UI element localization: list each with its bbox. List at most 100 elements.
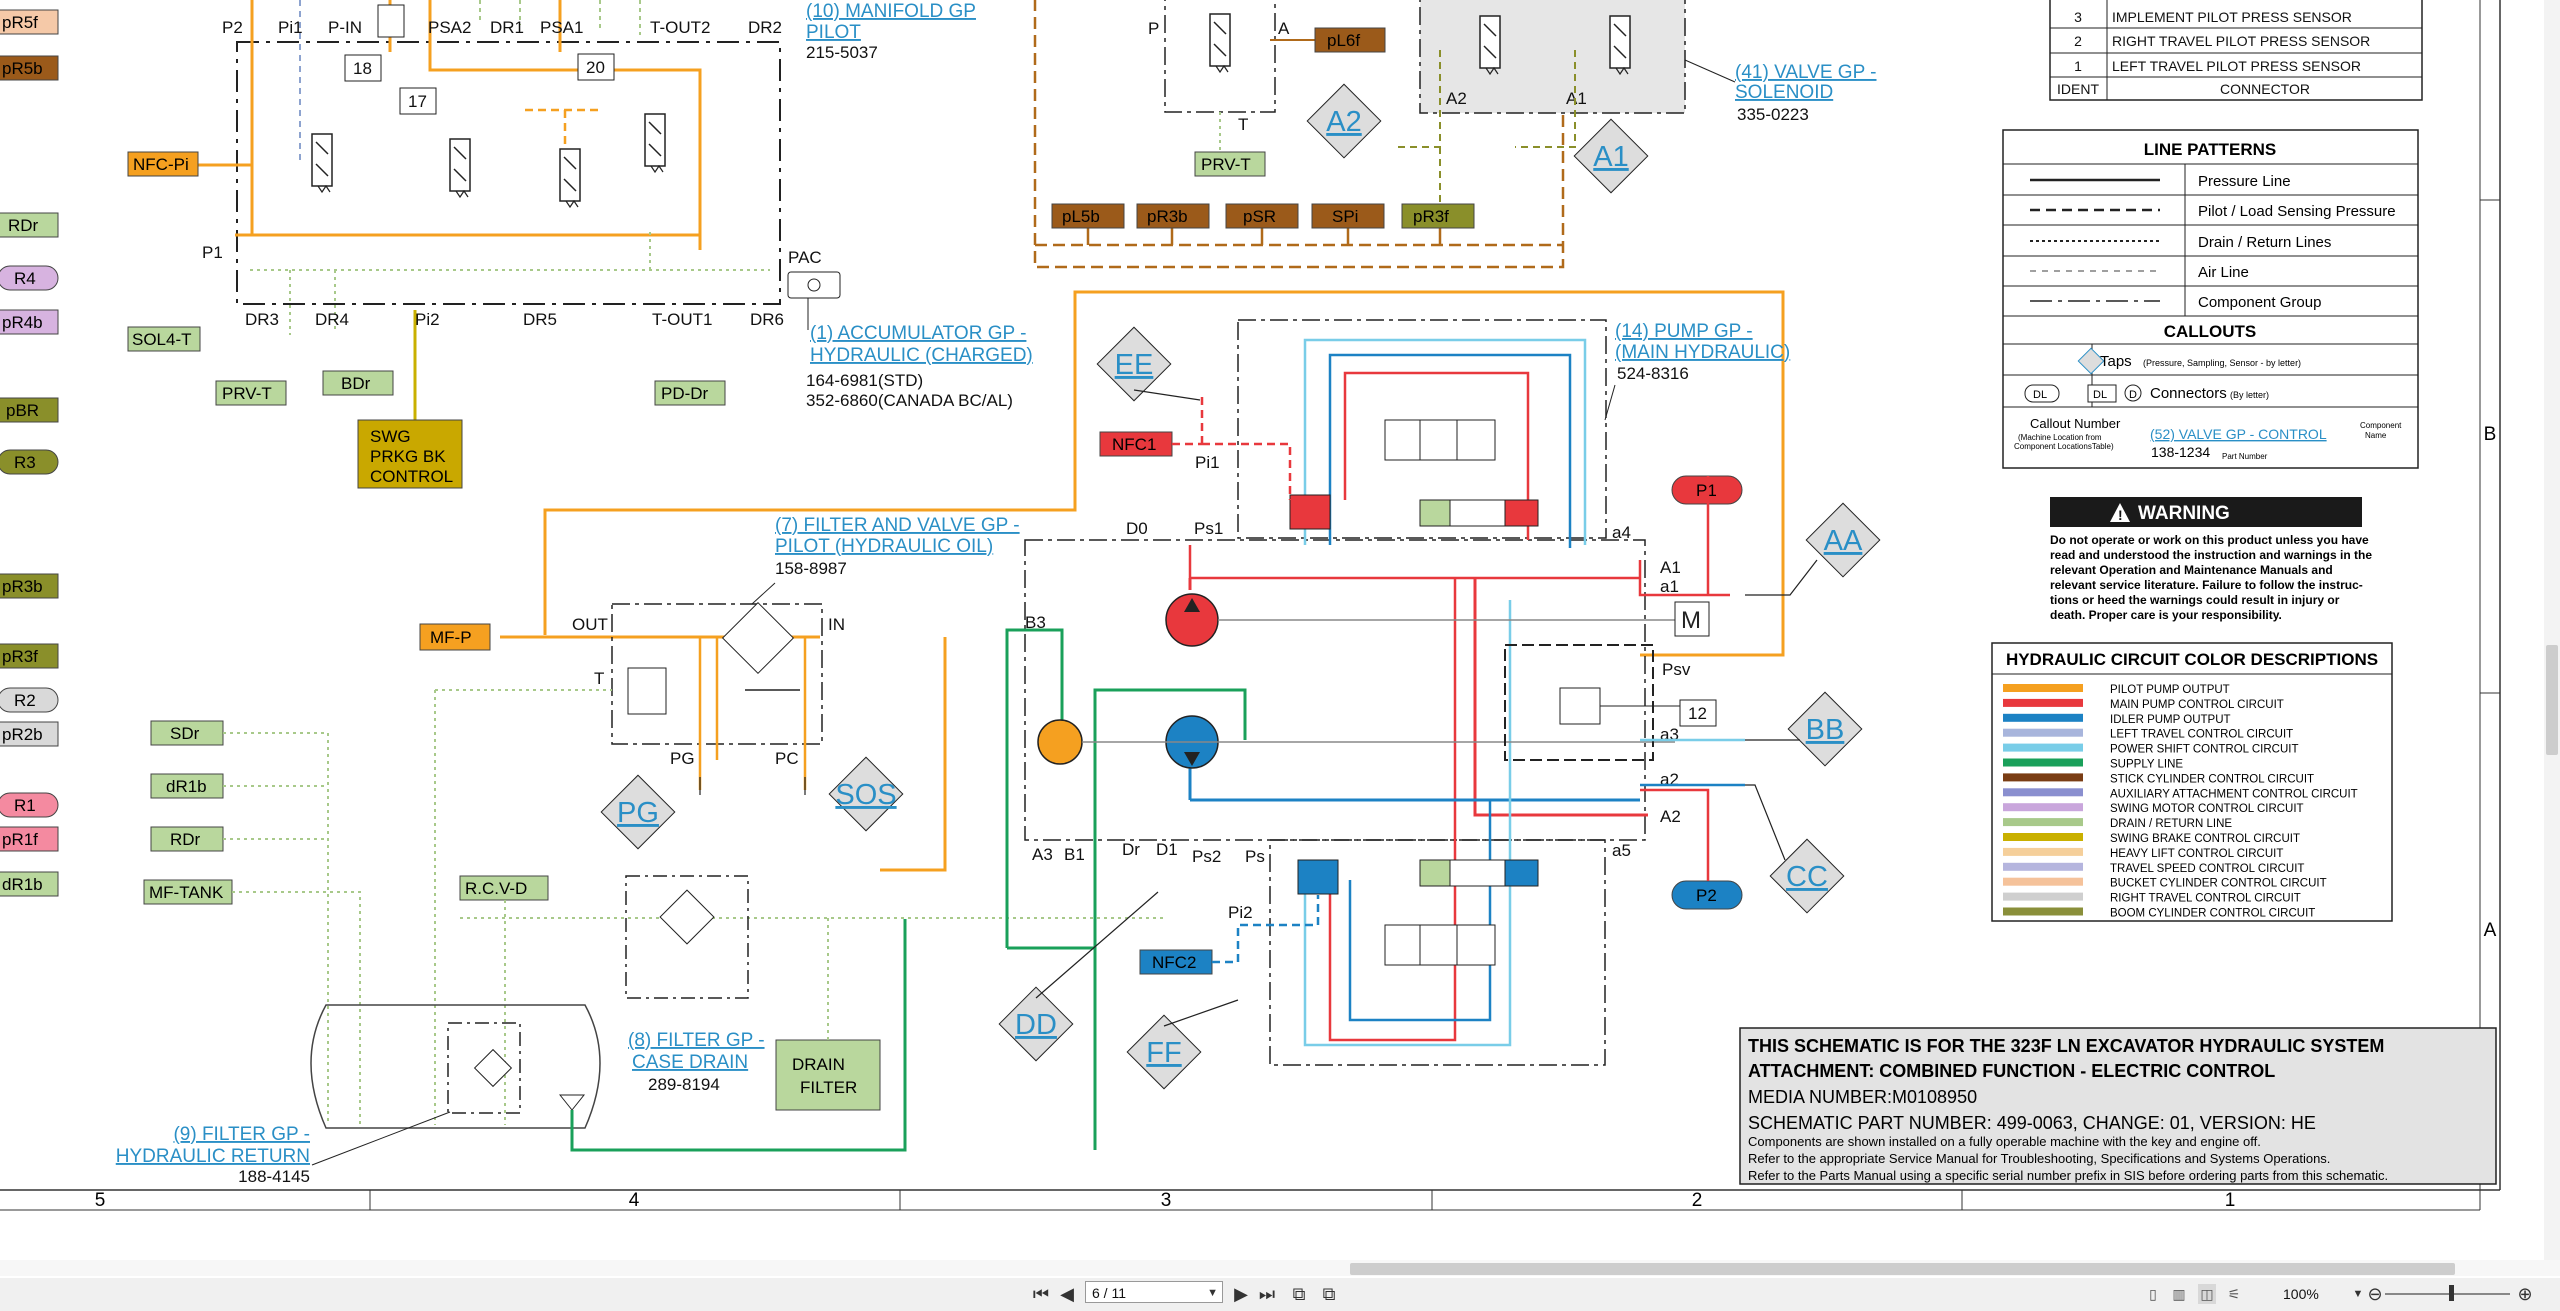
port-tout1: T-OUT1: [652, 310, 712, 329]
two-page-view-icon[interactable]: ◫: [2198, 1284, 2216, 1304]
callout-accum-l2[interactable]: HYDRAULIC (CHARGED): [810, 345, 1033, 366]
callout-filter-pilot-l1[interactable]: (7) FILTER AND VALVE GP -: [775, 515, 1020, 536]
port-pac: PAC: [788, 248, 822, 267]
warning-line-3: relevant Operation and Maintenance Manua…: [2050, 563, 2333, 577]
callout-filter-case-l1[interactable]: (8) FILTER GP -: [628, 1030, 765, 1051]
tag-psr: pSR: [1243, 207, 1276, 226]
diamond-dd[interactable]: DD: [1015, 1009, 1057, 1041]
pattern-drain: Drain / Return Lines: [2198, 234, 2331, 251]
warning-title: WARNING: [2138, 503, 2230, 524]
color-swatch-13: [2003, 877, 2083, 886]
callout-valve-sol-l1[interactable]: (41) VALVE GP -: [1735, 62, 1877, 83]
chevron-down-icon[interactable]: ▼: [1207, 1287, 1218, 1299]
color-desc-label-7: AUXILIARY ATTACHMENT CONTROL CIRCUIT: [2110, 788, 2358, 800]
tag-pr3f: pR3f: [2, 647, 38, 666]
callout-pump-l2[interactable]: (MAIN HYDRAULIC): [1615, 342, 1790, 363]
callout-filter-ret-pn: 188-4145: [238, 1167, 310, 1186]
grid-row-a: A: [2484, 920, 2497, 941]
color-swatch-6: [2003, 773, 2083, 782]
port-a: A: [1278, 19, 1290, 38]
first-page-icon[interactable]: ⏮: [1032, 1284, 1050, 1304]
color-desc-label-0: PILOT PUMP OUTPUT: [2110, 684, 2230, 696]
tag-pr5b: pR5b: [2, 59, 43, 78]
zoom-out-icon[interactable]: ⊖: [2367, 1284, 2383, 1304]
continuous-view-icon[interactable]: ▥: [2172, 1286, 2186, 1302]
port-dr: Dr: [1122, 840, 1140, 859]
port-psa1: PSA1: [540, 18, 583, 37]
conn-row-ident-3: 3: [2074, 9, 2082, 25]
diamond-cc[interactable]: CC: [1786, 861, 1828, 893]
port-t: T: [1238, 115, 1248, 134]
tag-nfc2: NFC2: [1152, 953, 1196, 972]
port-a5: a5: [1612, 841, 1631, 860]
color-desc-label-6: STICK CYLINDER CONTROL CIRCUIT: [2110, 773, 2314, 785]
horizontal-scroll-thumb[interactable]: [1350, 1263, 2455, 1275]
zoom-slider-knob[interactable]: [2449, 1285, 2454, 1301]
callout-filter-ret-l2[interactable]: HYDRAULIC RETURN: [116, 1146, 310, 1167]
color-desc-label-11: HEAVY LIFT CONTROL CIRCUIT: [2110, 848, 2283, 860]
callout-valve-sol-pn: 335-0223: [1737, 105, 1809, 124]
color-desc-label-4: POWER SHIFT CONTROL CIRCUIT: [2110, 744, 2298, 756]
vertical-scroll-thumb[interactable]: [2546, 645, 2558, 755]
tag-swg-2: PRKG BK: [370, 447, 446, 466]
diamond-ee[interactable]: EE: [1115, 349, 1154, 381]
main-pump-group: M D0 Ps1 B3 A3 B1 Dr D1 Ps2 Ps Pi1 Pi2 a…: [1005, 319, 1717, 1150]
tag-mfp: MF-P: [430, 628, 472, 647]
legend-ex-pn-label: Part Number: [2222, 452, 2268, 461]
diamond-pg[interactable]: PG: [617, 797, 659, 829]
callout-manifold-l1[interactable]: (10) MANIFOLD GP: [806, 1, 976, 22]
port-a2-large: A2: [1660, 807, 1681, 826]
tag-pl5b: pL5b: [1062, 207, 1100, 226]
paste-icon[interactable]: ⧉: [1322, 1284, 1336, 1304]
color-swatch-0: [2003, 684, 2083, 692]
diamond-a2[interactable]: A2: [1326, 106, 1361, 138]
legend-ex-comp2: Name: [2365, 431, 2387, 440]
pilot-manifold: 18 17 20 P2 Pi1 P-IN PSA2 DR1 PSA1 T-OUT…: [160, 0, 841, 420]
callout-filter-ret-l1[interactable]: (9) FILTER GP -: [173, 1124, 310, 1145]
color-swatch-2: [2003, 713, 2083, 722]
motor-symbol: M: [1681, 607, 1701, 634]
legend-taps-note: (Pressure, Sampling, Sensor - by letter): [2143, 358, 2301, 368]
diamond-bb[interactable]: BB: [1806, 714, 1845, 746]
next-page-icon[interactable]: ▶: [1234, 1284, 1248, 1304]
port-dr2: DR2: [748, 18, 782, 37]
callout-valve-sol-l2[interactable]: SOLENOID: [1735, 82, 1833, 103]
port-a4: a4: [1612, 523, 1631, 542]
diamond-ff[interactable]: FF: [1146, 1037, 1181, 1069]
pattern-pressure: Pressure Line: [2198, 173, 2291, 190]
last-page-icon[interactable]: ⏭: [1258, 1284, 1276, 1304]
port-out: OUT: [572, 615, 608, 634]
pattern-air: Air Line: [2198, 264, 2249, 281]
copy-icon[interactable]: ⧉: [1292, 1284, 1306, 1304]
callout-pump-l1[interactable]: (14) PUMP GP -: [1615, 321, 1753, 342]
callout-filter-pilot-l2[interactable]: PILOT (HYDRAULIC OIL): [775, 536, 993, 557]
port-pi1-pump: Pi1: [1195, 453, 1220, 472]
zoom-dropdown-icon[interactable]: ▼: [2352, 1288, 2364, 1300]
port-pi2-pump: Pi2: [1228, 903, 1253, 922]
diamond-sos[interactable]: SOS: [835, 779, 896, 811]
page-number-input[interactable]: 6 / 11 ▼: [1085, 1281, 1223, 1303]
tag-nfc-pi: NFC-Pi: [133, 155, 189, 174]
book-view-icon[interactable]: ⚟: [2227, 1286, 2241, 1302]
color-swatch-10: [2003, 833, 2083, 841]
callout-manifold-l2[interactable]: PILOT: [806, 22, 861, 43]
port-dr6: DR6: [750, 310, 784, 329]
callout-accum-l1[interactable]: (1) ACCUMULATOR GP -: [810, 323, 1026, 344]
diamond-aa[interactable]: AA: [1824, 525, 1863, 557]
prev-page-icon[interactable]: ◀: [1060, 1284, 1074, 1304]
diamond-a1[interactable]: A1: [1593, 141, 1628, 173]
grid-col-4: 4: [629, 1190, 640, 1211]
num-box-20: 20: [586, 58, 605, 77]
port-pin: P-IN: [328, 18, 362, 37]
warning-line-2: read and understood the instruction and …: [2050, 548, 2372, 562]
tag-pr1f: pR1f: [2, 830, 38, 849]
title-line-6: Refer to the appropriate Service Manual …: [1748, 1151, 2330, 1166]
single-page-view-icon[interactable]: ▯: [2149, 1286, 2157, 1302]
legend-conn-dl-1: DL: [2033, 389, 2047, 401]
pattern-group: Component Group: [2198, 294, 2321, 311]
zoom-slider-track[interactable]: [2385, 1293, 2510, 1295]
callout-filter-case-l2[interactable]: CASE DRAIN: [632, 1052, 748, 1073]
vertical-scrollbar[interactable]: [2544, 0, 2560, 1260]
zoom-in-icon[interactable]: ⊕: [2517, 1284, 2533, 1304]
tag-pr5f: pR5f: [2, 13, 38, 32]
